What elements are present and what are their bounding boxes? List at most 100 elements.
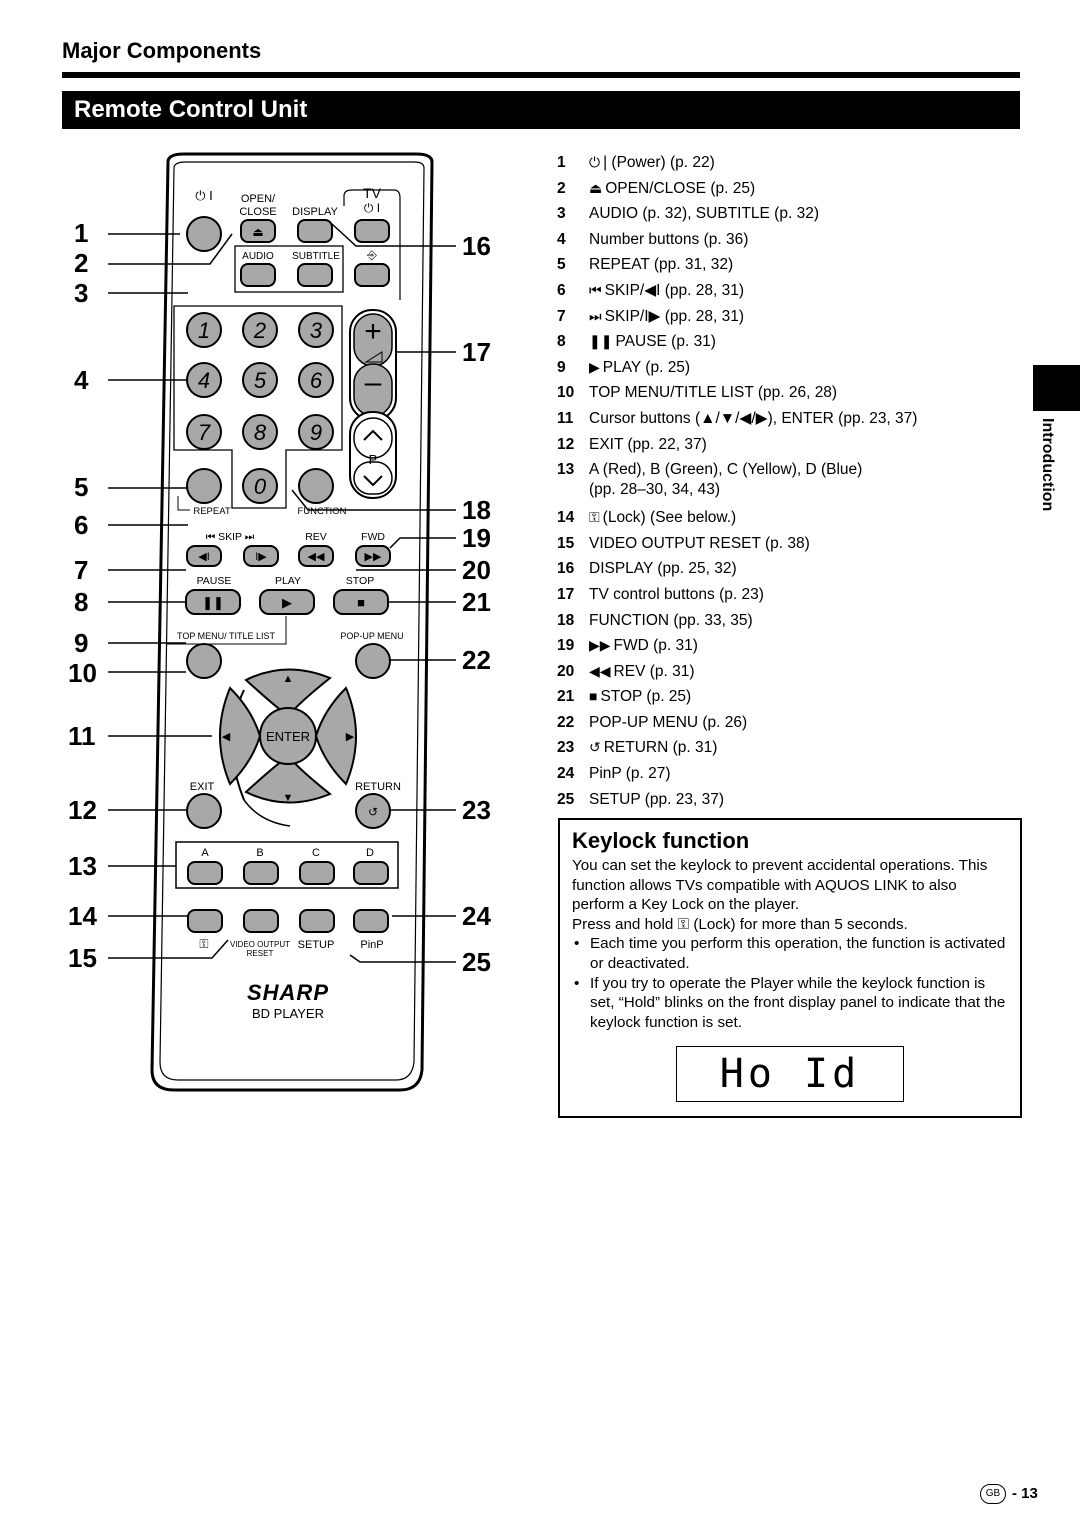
display-button[interactable] bbox=[297, 219, 333, 243]
number-key-4[interactable] bbox=[186, 362, 222, 398]
fwd-button[interactable] bbox=[355, 545, 391, 567]
label-rev: REV bbox=[305, 531, 327, 543]
play-button[interactable] bbox=[259, 589, 315, 615]
legend-text: REPEAT (pp. 31, 32) bbox=[589, 256, 734, 274]
cursor-right-button[interactable] bbox=[314, 686, 357, 786]
label-reset: RESET bbox=[247, 949, 274, 958]
legend-text-wrap: VIDEO OUTPUT RESET (p. 38) bbox=[589, 531, 810, 557]
lock-button[interactable] bbox=[187, 909, 223, 933]
cursor-left-button[interactable] bbox=[219, 686, 262, 786]
skip-forward-icon: ⏭ bbox=[589, 307, 602, 324]
legend-number: 15 bbox=[557, 534, 575, 552]
legend-text: VIDEO OUTPUT RESET (p. 38) bbox=[589, 534, 810, 552]
fast-forward-icon: ▶▶ bbox=[365, 551, 382, 563]
legend-text: EXIT (pp. 22, 37) bbox=[589, 435, 707, 453]
legend-text-wrap: ■STOP (p. 25) bbox=[589, 684, 691, 710]
c-yellow-button[interactable] bbox=[299, 861, 335, 885]
popup-menu-button[interactable] bbox=[355, 643, 391, 679]
number-key-label: 2 bbox=[253, 318, 266, 343]
keylock-paragraph-1: You can set the keylock to prevent accid… bbox=[572, 857, 988, 914]
tv-input-button[interactable] bbox=[354, 263, 390, 287]
skip-forward-button[interactable] bbox=[243, 545, 279, 567]
b-green-button[interactable] bbox=[243, 861, 279, 885]
enter-button[interactable] bbox=[259, 707, 317, 765]
legend-text-wrap: ⏏OPEN/CLOSE (p. 25) bbox=[589, 176, 755, 202]
legend-text: (Lock) (See below.) bbox=[602, 509, 737, 527]
legend-number: 3 bbox=[557, 205, 566, 223]
pause-button[interactable] bbox=[185, 589, 241, 615]
setup-button[interactable] bbox=[299, 909, 335, 933]
plus-icon: + bbox=[364, 315, 382, 348]
number-key-6[interactable] bbox=[298, 362, 334, 398]
callout-19: 19 bbox=[462, 523, 491, 553]
subtitle-button[interactable] bbox=[297, 263, 333, 287]
legend-text-wrap: ❚❚PAUSE (p. 31) bbox=[589, 329, 716, 355]
legend-item: 19▶▶FWD (p. 31) bbox=[557, 633, 1027, 659]
sharp-logo: SHARP bbox=[247, 980, 329, 1005]
number-key-label: 1 bbox=[198, 318, 210, 343]
stop-button[interactable] bbox=[333, 589, 389, 615]
number-key-1[interactable] bbox=[186, 312, 222, 348]
exit-button[interactable] bbox=[186, 793, 222, 829]
channel-down-button[interactable] bbox=[353, 461, 393, 495]
legend-item: 12 EXIT (pp. 22, 37) bbox=[557, 432, 1027, 458]
keylock-box: Keylock function You can set the keylock… bbox=[558, 818, 1022, 1118]
open-close-button[interactable] bbox=[240, 219, 276, 243]
number-key-0[interactable] bbox=[242, 468, 278, 504]
legend-number: 6 bbox=[557, 281, 566, 299]
legend-text: TV control buttons (p. 23) bbox=[589, 585, 764, 603]
skip-back-button[interactable] bbox=[186, 545, 222, 567]
legend-number: 2 bbox=[557, 179, 566, 197]
label-fwd: FWD bbox=[361, 531, 385, 543]
legend-text-wrap: ▶▶FWD (p. 31) bbox=[589, 633, 698, 659]
legend-item: 21■STOP (p. 25) bbox=[557, 684, 1027, 710]
d-blue-button[interactable] bbox=[353, 861, 389, 885]
legend-text-wrap: Cursor buttons (▲/▼/◀/▶), ENTER (pp. 23,… bbox=[589, 406, 917, 432]
legend-item: 20◀◀REV (p. 31) bbox=[557, 659, 1027, 685]
number-key-2[interactable] bbox=[242, 312, 278, 348]
function-button[interactable] bbox=[298, 468, 334, 504]
label-p: P bbox=[369, 452, 378, 467]
cursor-down-button[interactable] bbox=[244, 754, 332, 804]
key-icon: ⚿ bbox=[677, 915, 690, 933]
top-menu-button[interactable] bbox=[186, 643, 222, 679]
video-output-reset-button[interactable] bbox=[243, 909, 279, 933]
tv-power-button[interactable] bbox=[354, 219, 390, 243]
a-red-button[interactable] bbox=[187, 861, 223, 885]
repeat-button[interactable] bbox=[186, 468, 222, 504]
callout-6: 6 bbox=[74, 510, 88, 540]
legend-item: 9▶PLAY (p. 25) bbox=[557, 355, 1027, 381]
number-key-9[interactable] bbox=[298, 414, 334, 450]
pinp-button[interactable] bbox=[353, 909, 389, 933]
number-key-7[interactable] bbox=[186, 414, 222, 450]
heading-rule bbox=[62, 72, 1020, 78]
return-icon: ↺ bbox=[368, 805, 378, 819]
channel-up-button[interactable] bbox=[353, 417, 393, 459]
audio-button[interactable] bbox=[240, 263, 276, 287]
legend-text: FWD (p. 31) bbox=[613, 637, 698, 655]
skip-forward-icon: I▶ bbox=[255, 551, 267, 563]
section-title: Remote Control Unit bbox=[74, 96, 308, 123]
legend-number: 7 bbox=[557, 307, 566, 325]
rewind-icon: ◀◀ bbox=[308, 551, 325, 563]
callout-10: 10 bbox=[68, 658, 97, 688]
power-button[interactable] bbox=[186, 216, 222, 252]
eject-icon: ⏏ bbox=[589, 179, 603, 196]
legend-number: 9 bbox=[557, 358, 566, 376]
legend-number: 12 bbox=[557, 435, 575, 453]
return-button[interactable] bbox=[355, 793, 391, 829]
remote-body bbox=[150, 152, 434, 1092]
legend-text-wrap: ◀◀REV (p. 31) bbox=[589, 659, 695, 685]
legend-text: POP-UP MENU (p. 26) bbox=[589, 713, 748, 731]
legend-text: | (Power) (p. 22) bbox=[603, 154, 715, 171]
rev-button[interactable] bbox=[298, 545, 334, 567]
cursor-up-button[interactable] bbox=[244, 668, 332, 718]
callout-1: 1 bbox=[74, 218, 88, 248]
number-key-3[interactable] bbox=[298, 312, 334, 348]
legend-text: SKIP/◀I (pp. 28, 31) bbox=[604, 281, 745, 299]
label-setup: SETUP bbox=[298, 939, 335, 951]
number-key-8[interactable] bbox=[242, 414, 278, 450]
number-key-5[interactable] bbox=[242, 362, 278, 398]
